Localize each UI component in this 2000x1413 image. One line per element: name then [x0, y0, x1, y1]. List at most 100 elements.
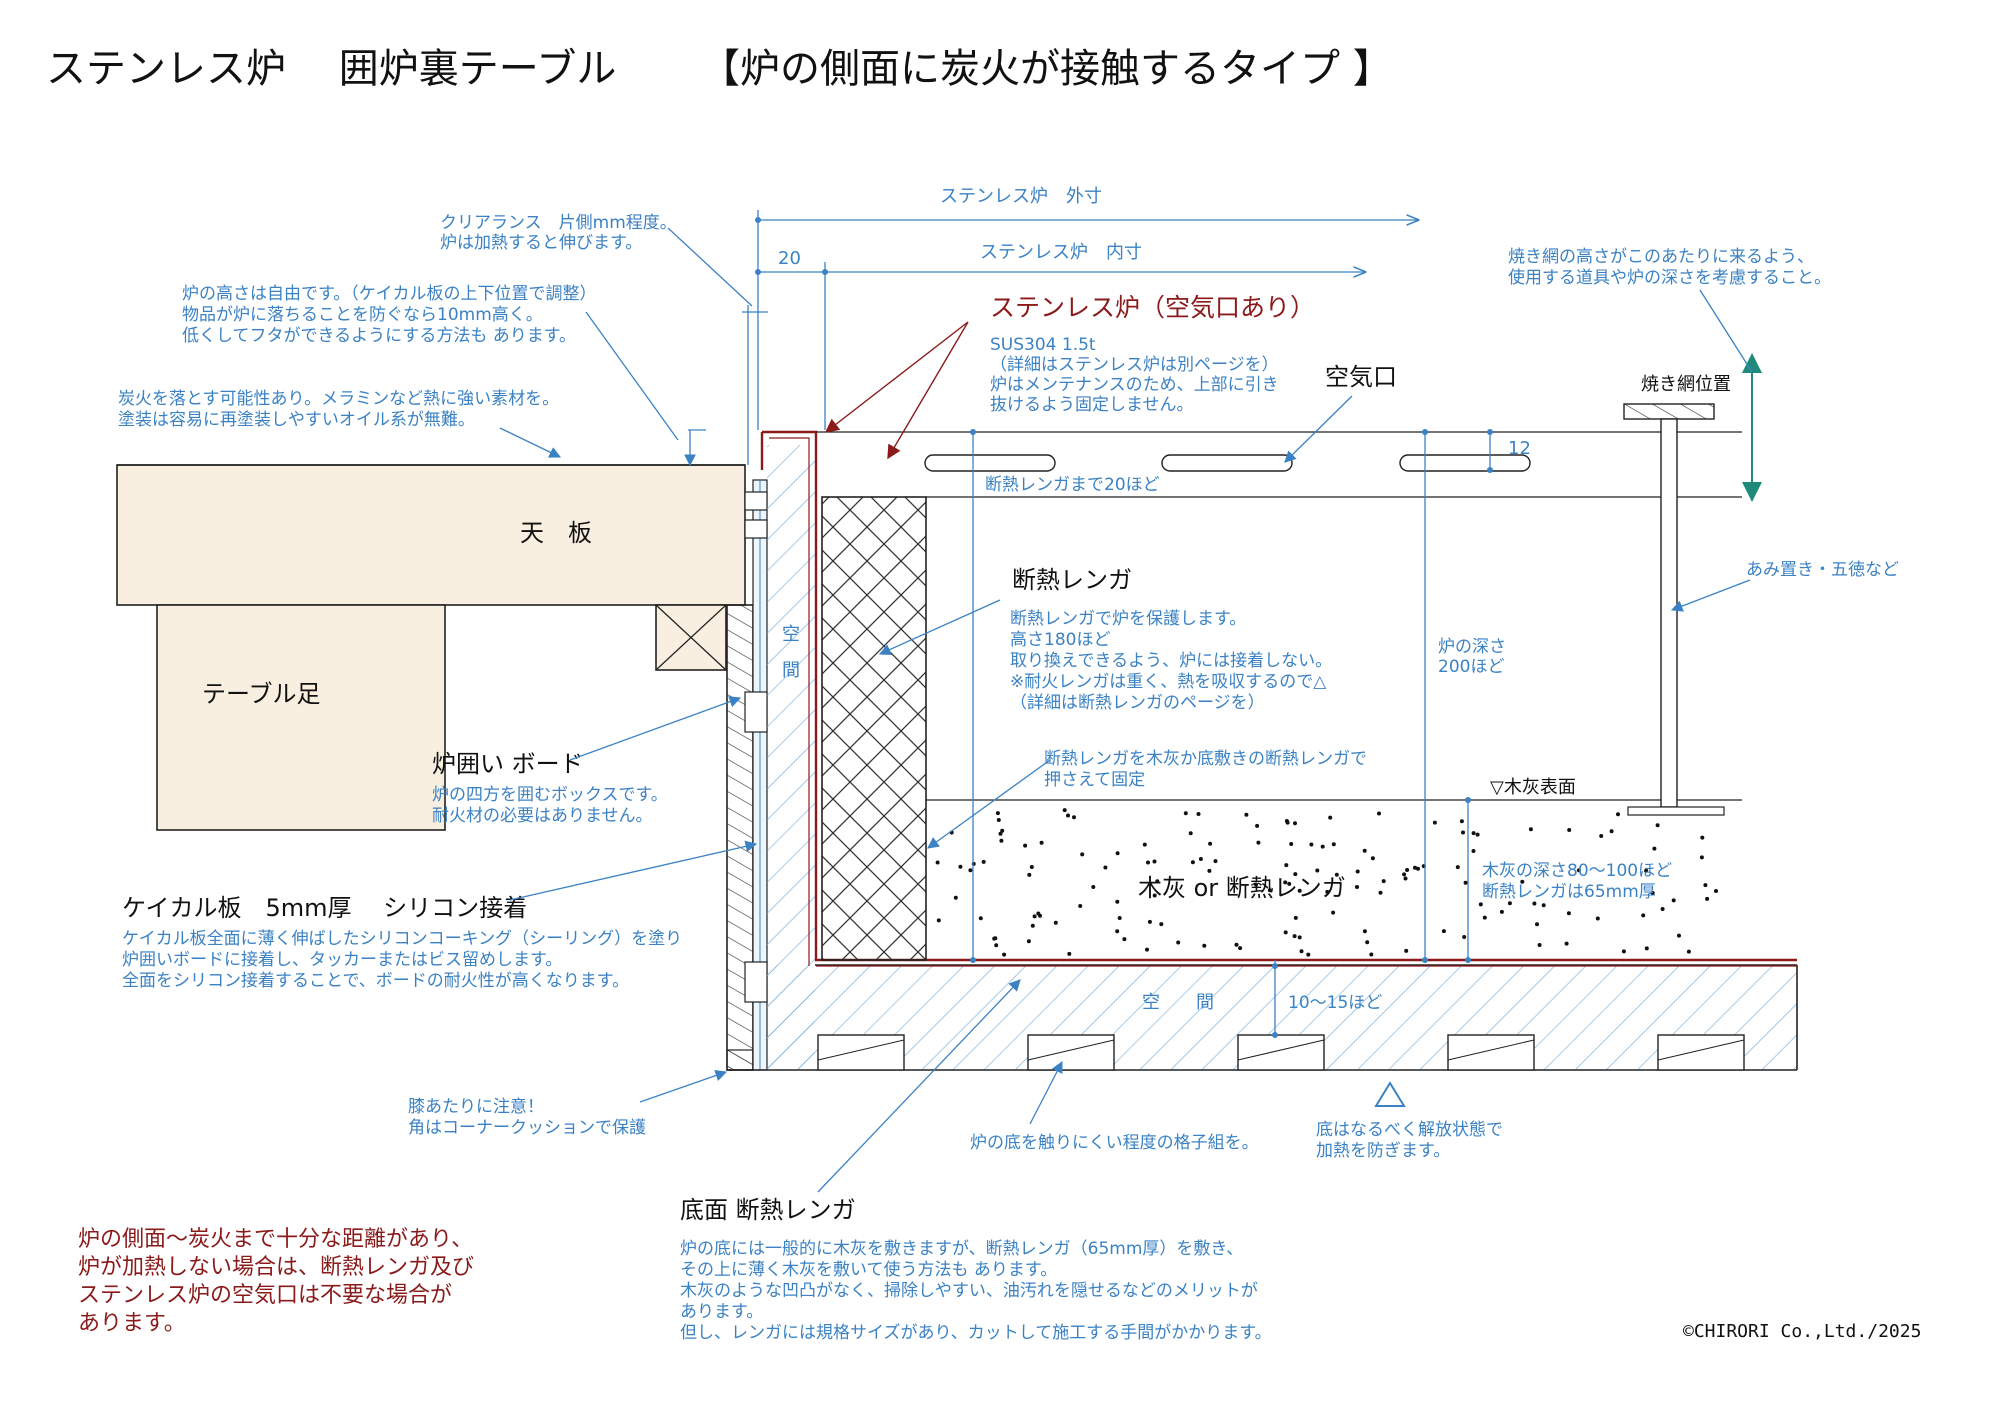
air-vent-slots[interactable]: [924, 454, 1531, 472]
dim-to-brick: 断熱レンガまで20ほど: [985, 475, 1160, 495]
ash-dot: [1039, 840, 1044, 845]
ash-dot: [1183, 811, 1188, 816]
ash-dot: [1115, 899, 1120, 904]
ash-dot: [1703, 883, 1708, 888]
ash-dot: [1293, 821, 1297, 826]
ash-dot: [1292, 934, 1297, 939]
insulating-brick-wall: [821, 496, 927, 961]
ash-dot: [1029, 865, 1034, 869]
ash-dot: [1461, 830, 1465, 835]
ash-dot: [1576, 868, 1581, 873]
ash-dot: [1146, 860, 1150, 865]
ash-dot: [1369, 952, 1374, 957]
ash-dot: [994, 943, 999, 948]
ash-dot: [1644, 946, 1649, 951]
svg-text:焼き網の高さがこのあたりに来るよう、: 焼き網の高さがこのあたりに来るよう、: [1508, 247, 1814, 267]
title-type: 【炉の側面に炭火が接触するタイプ 】: [700, 46, 1393, 92]
svg-text:木灰の深さ80～100ほど: 木灰の深さ80～100ほど: [1482, 861, 1672, 881]
ash-dot: [1297, 935, 1302, 940]
ash-dot: [1284, 863, 1289, 868]
svg-text:炉が加熱しない場合は、断熱レンガ及び: 炉が加熱しない場合は、断熱レンガ及び: [78, 1255, 474, 1280]
ash-dot: [1566, 911, 1571, 916]
ash-dot: [1413, 865, 1417, 870]
svg-text:炭火を落とす可能性あり。メラミンなど熱に強い素材を。: 炭火を落とす可能性あり。メラミンなど熱に強い素材を。: [118, 389, 559, 409]
ash-dot: [1078, 904, 1083, 908]
ash-dot: [1267, 888, 1272, 893]
ash-dot: [1000, 828, 1005, 833]
dim-inner: ステンレス炉 内寸: [980, 242, 1142, 263]
ash-dot: [1297, 888, 1302, 893]
ash-dot: [1599, 834, 1604, 838]
board-heading: 炉囲い ボード: [432, 750, 584, 778]
ash-dot: [1309, 842, 1314, 847]
ash-dot: [1377, 811, 1381, 816]
ash-dot: [1528, 827, 1533, 832]
dimension-lines: ステンレス炉 外寸 ステンレス炉 内寸 20 12 断熱レンガまで20ほど 炉の…: [684, 186, 1531, 1038]
ash-dot: [1616, 812, 1620, 817]
ash-dot: [1283, 880, 1288, 885]
ash-dot: [1208, 841, 1213, 846]
ash-dot: [1535, 922, 1539, 927]
ash-dot: [1621, 949, 1626, 954]
ash-dot: [1650, 891, 1655, 895]
ash-dot: [1567, 828, 1572, 832]
ash-dot: [1122, 937, 1127, 942]
ash-dot: [1700, 835, 1705, 840]
trivet-note: あみ置き・五徳など: [1670, 560, 1899, 612]
ash-dot: [1564, 941, 1569, 946]
ash-dot: [936, 918, 941, 923]
ash-dot: [953, 895, 958, 900]
ash-dot: [1403, 876, 1408, 881]
svg-text:クリアランス 片側mm程度。: クリアランス 片側mm程度。: [440, 213, 677, 233]
ash-dot: [1244, 812, 1249, 817]
ash-dot: [968, 868, 973, 873]
ash-dot: [1660, 907, 1665, 911]
ash-dot: [1475, 832, 1480, 837]
svg-text:ステンレス炉の空気口は不要な場合が: ステンレス炉の空気口は不要な場合が: [78, 1283, 452, 1308]
ash-dot: [978, 916, 983, 921]
dim-slot-gap: 12: [1508, 438, 1531, 459]
ash-dot: [1176, 940, 1181, 945]
svg-text:押さえて固定: 押さえて固定: [1044, 770, 1145, 790]
timber-block: [655, 604, 727, 671]
brick-heading: 断熱レンガ: [1012, 566, 1132, 594]
ash-surface-note: ▽木灰表面 木灰の深さ80～100ほど 断熱レンガは65mm厚: [1482, 777, 1672, 902]
ash-dot: [1196, 812, 1201, 816]
ash-dot: [1053, 920, 1058, 925]
svg-text:但し、レンガには規格サイズがあり、カットして施工する手間がか: 但し、レンガには規格サイズがあり、カットして施工する手間がかかります。: [680, 1323, 1272, 1343]
ash-dot: [1699, 855, 1704, 860]
brick-note: 断熱レンガ 断熱レンガで炉を保護します。 高さ180ほど 取り換えできるよう、炉…: [878, 566, 1332, 713]
svg-text:（詳細は断熱レンガのページを）: （詳細は断熱レンガのページを）: [1010, 693, 1265, 713]
ash-dot: [1027, 872, 1032, 877]
ash-dot: [1315, 868, 1320, 873]
ash-dot: [1036, 911, 1041, 916]
ash-dot: [1207, 868, 1212, 873]
ash-dot: [1032, 914, 1037, 919]
ash-dot: [1652, 846, 1657, 851]
note-coating: 炭火を落とす可能性あり。メラミンなど熱に強い素材を。 塗装は容易に再塗装しやすい…: [118, 389, 562, 458]
ash-dot: [1463, 880, 1468, 885]
svg-text:物品が炉に落ちることを防ぐなら10mm高く。: 物品が炉に落ちることを防ぐなら10mm高く。: [182, 305, 543, 325]
ash-dot: [1402, 872, 1407, 877]
open-bottom-note: 底はなるべく解放状態で 加熱を防ぎます。: [1316, 1081, 1503, 1161]
svg-text:炉はメンテナンスのため、上部に引き: 炉はメンテナンスのため、上部に引き: [990, 375, 1279, 395]
title-main: ステンレス炉 囲炉裏テーブル: [46, 46, 616, 92]
grill-height-note: 焼き網の高さがこのあたりに来るよう、 使用する道具や炉の深さを考慮すること。: [1508, 247, 1831, 373]
brick-fix-note: 断熱レンガを木灰か底敷きの断熱レンガで 押さえて固定: [927, 749, 1367, 849]
ash-dot: [1644, 868, 1649, 873]
ash-dot: [1142, 842, 1147, 847]
svg-text:（詳細はステンレス炉は別ページを）: （詳細はステンレス炉は別ページを）: [990, 355, 1279, 375]
space-bottom-label: 空 間: [1142, 992, 1214, 1013]
ash-dot: [1714, 889, 1718, 893]
ash-dot: [1234, 942, 1239, 947]
ash-dot: [1067, 951, 1072, 956]
ash-dot: [1677, 933, 1681, 938]
note-height: 炉の高さは自由です。（ケイカル板の上下位置で調整） 物品が炉に落ちることを防ぐな…: [182, 284, 679, 441]
ash-dot: [1213, 859, 1218, 864]
svg-text:炉の底には一般的に木灰を敷きますが、断熱レンガ（65mm厚）: 炉の底には一般的に木灰を敷きますが、断熱レンガ（65mm厚）を敷き、: [680, 1239, 1243, 1259]
grill-position-label: 焼き網位置: [1641, 374, 1731, 395]
ash-dot: [1405, 868, 1410, 872]
ash-dot: [1115, 851, 1120, 856]
air-vent-label: 空気口: [1325, 363, 1397, 391]
